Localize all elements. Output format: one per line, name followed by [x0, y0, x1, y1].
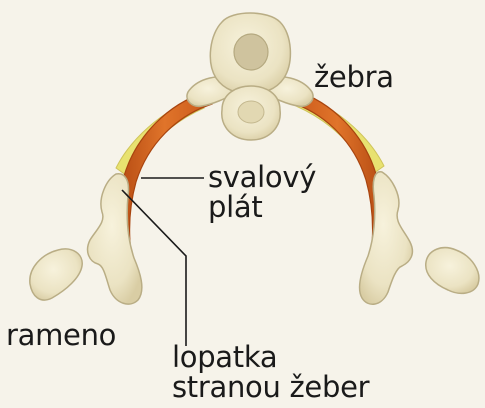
label-muscle-line2: plát: [208, 192, 316, 222]
humerus-left: [30, 249, 82, 300]
label-scapula: lopatka stranou žeber: [172, 342, 369, 402]
humerus-right: [426, 248, 479, 294]
label-scapula-line2: stranou žeber: [172, 372, 369, 402]
label-ribs: žebra: [314, 62, 394, 92]
label-muscle-sheet: svalový plát: [208, 162, 316, 222]
label-shoulder: rameno: [6, 320, 116, 350]
label-scapula-line1: lopatka: [172, 342, 369, 372]
label-muscle-line1: svalový: [208, 162, 316, 192]
scapula-right: [360, 172, 413, 304]
spinal-canal: [234, 34, 268, 70]
vertebral-body-center: [238, 101, 264, 123]
